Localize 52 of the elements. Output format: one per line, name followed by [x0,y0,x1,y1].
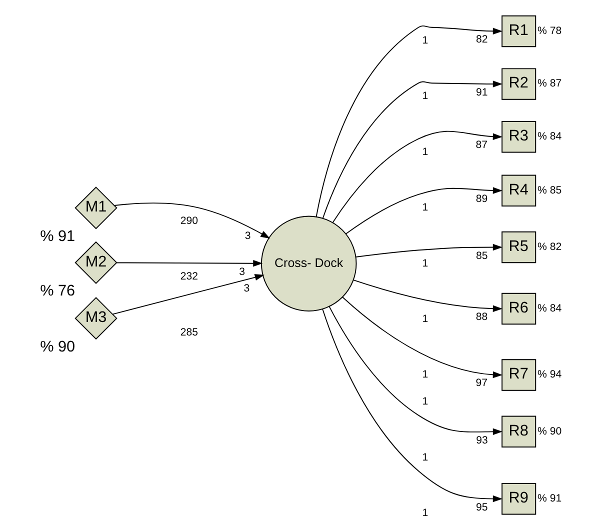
node-label: % 85 [537,184,562,196]
node-diamond: M3 [74,297,117,340]
node-diamond: M1 [74,186,117,230]
label: 1 [422,202,428,214]
label: 1 [422,146,428,158]
node-label: % 90 [40,338,75,356]
node-label: % 91 [537,492,562,505]
label: 1 [422,451,428,464]
node-label: % 90 [537,425,562,438]
arrow [332,130,502,224]
arrow [315,25,502,218]
label: 1 [422,506,428,519]
arrow [322,308,502,502]
node-label: % 84 [537,302,562,314]
node-diamond: M2 [74,241,117,284]
arrow [116,260,262,267]
node-label: % 82 [537,240,562,253]
edge-label: 95 [476,501,488,514]
arrow [328,306,502,436]
edge-label: 91 [476,86,488,99]
arrow [113,202,270,239]
arrow [322,80,502,219]
arrow [354,244,502,258]
edge-label: 93 [476,434,488,446]
label: 1 [422,396,428,408]
label: 285 [180,326,198,338]
label: 290 [180,215,198,228]
arrow [112,274,264,315]
arrow [341,296,502,378]
node-label: % 87 [537,78,562,90]
edge-label: 3 [243,282,250,294]
node-label: % 94 [537,368,562,381]
arrow [352,279,502,312]
label: 1 [422,34,428,47]
edge-label: 88 [475,311,488,324]
node-label: % 76 [40,282,75,300]
edge-label: 89 [475,192,488,205]
edge-label: 85 [476,250,488,262]
node-label: % 78 [537,24,562,37]
arrow [344,187,502,234]
node-label: % 84 [537,130,562,143]
node-label: % 91 [40,228,75,245]
edge-label: 87 [475,138,488,151]
edge-label: 82 [475,34,488,46]
edge-label: 97 [475,377,488,390]
label: 1 [422,312,428,325]
edge-label: 3 [244,230,250,242]
label: 1 [422,368,428,381]
label: 232 [180,270,198,283]
edge-label: 3 [238,266,245,278]
label: 1 [422,90,428,102]
label: 1 [422,257,428,270]
